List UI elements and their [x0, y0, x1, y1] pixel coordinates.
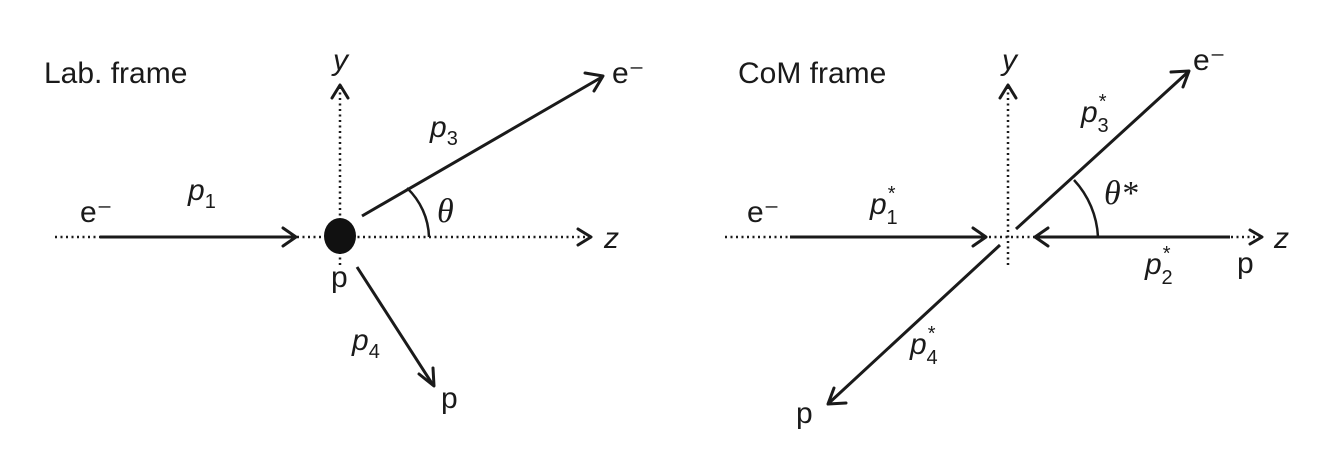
com-p3-vector	[1014, 70, 1190, 231]
lab-theta-arc	[406, 187, 431, 238]
com-p3-label: p*3	[1080, 91, 1109, 137]
com-y-axis-arrowhead	[998, 83, 1018, 100]
com-incoming-proton-label: p	[1237, 247, 1254, 280]
lab-p4-arrowhead	[417, 366, 436, 388]
lab-p4-vector	[355, 266, 435, 386]
com-frame-title: CoM frame	[738, 57, 886, 90]
lab-y-axis-label: y	[331, 44, 350, 77]
com-theta-arc	[1073, 179, 1100, 238]
lab-target-label: p	[331, 261, 348, 294]
lab-z-axis-label: z	[603, 222, 619, 255]
com-incoming-electron-label: e⁻	[747, 196, 780, 229]
lab-z-axis-arrowhead	[576, 227, 593, 247]
com-p4-label: p*4	[909, 323, 938, 369]
com-z-axis-label: z	[1273, 222, 1289, 255]
lab-scattered-electron-label: e⁻	[612, 57, 645, 90]
com-outgoing-proton-label: p	[796, 397, 813, 430]
lab-frame-panel: Lab. frame y z e⁻ p1 p e⁻ p3 θ p p4	[44, 44, 645, 415]
com-p3-arrowhead	[1169, 69, 1191, 89]
com-frame-panel: CoM frame y z e⁻ p*1 p p*2 e⁻ p*3 θ* p p…	[725, 44, 1289, 430]
com-p1-arrowhead	[971, 226, 988, 248]
lab-p3-arrowhead	[583, 71, 605, 93]
lab-incoming-electron-label: e⁻	[80, 196, 113, 229]
com-p4-vector	[827, 243, 1002, 405]
com-outgoing-electron-label: e⁻	[1193, 44, 1226, 77]
lab-p1-label: p1	[187, 174, 216, 213]
com-p2-arrowhead	[1033, 226, 1050, 248]
lab-y-axis-arrowhead	[330, 83, 350, 100]
lab-recoil-proton-label: p	[441, 382, 458, 415]
com-theta-label: θ*	[1104, 175, 1138, 212]
com-p2-label: p*2	[1144, 243, 1173, 289]
lab-p3-vector	[361, 75, 603, 218]
lab-target-proton	[324, 218, 356, 254]
com-p1-label: p*1	[869, 183, 898, 229]
com-p4-arrowhead	[826, 386, 848, 406]
lab-frame-title: Lab. frame	[44, 57, 187, 90]
com-z-axis-arrowhead	[1248, 228, 1264, 246]
lab-p3-label: p3	[429, 111, 458, 150]
lab-p4-label: p4	[351, 324, 380, 363]
lab-theta-label: θ	[437, 193, 454, 230]
com-y-axis-label: y	[1000, 44, 1019, 77]
lab-p1-arrowhead	[281, 226, 298, 248]
